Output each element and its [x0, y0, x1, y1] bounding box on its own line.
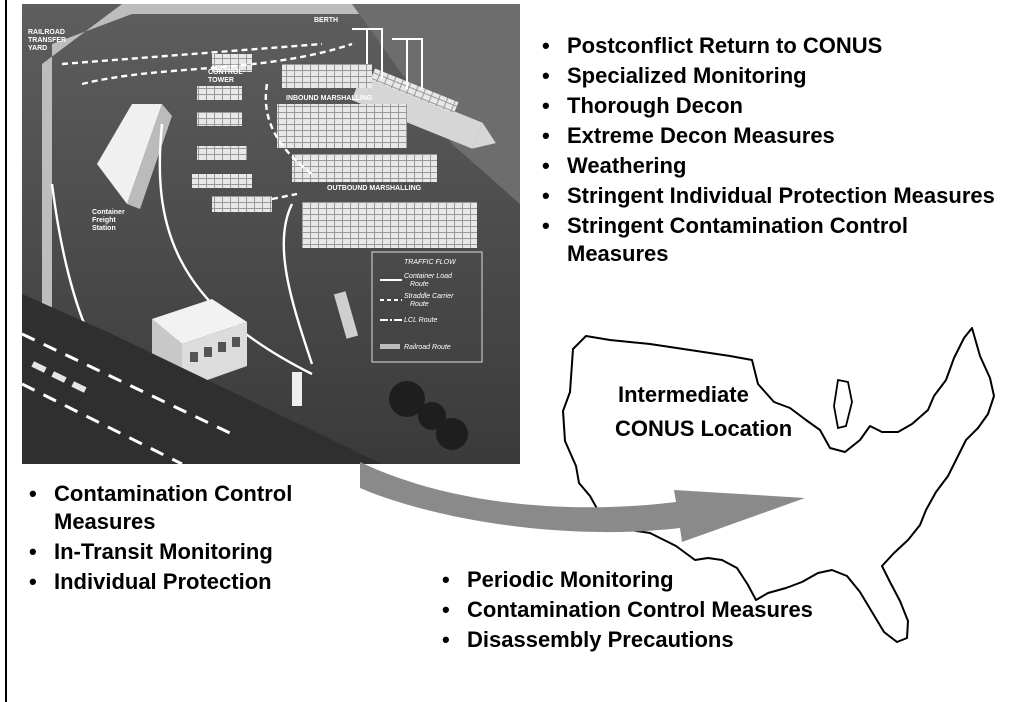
- top-requirements-list: Postconflict Return to CONUS Specialized…: [540, 32, 1005, 270]
- legend-title: TRAFFIC FLOW: [404, 259, 457, 266]
- inbound-marshalling-label: INBOUND MARSHALLING: [286, 95, 373, 102]
- map-label-line-2: CONUS Location: [615, 416, 792, 441]
- conus-map: Intermediate CONUS Location: [360, 327, 995, 643]
- railroad-yard-label-2: TRANSFER: [28, 37, 66, 44]
- departure-requirements-list: Contamination Control Measures In-Transi…: [27, 480, 387, 598]
- list-item: Extreme Decon Measures: [540, 122, 1005, 150]
- legend-item-5: LCL Route: [404, 317, 437, 324]
- railroad-yard-label-3: YARD: [28, 45, 47, 52]
- list-item: Weathering: [540, 152, 1005, 180]
- legend-item-3: Straddle Carrier: [404, 293, 454, 300]
- legend-item-6: Railroad Route: [404, 344, 451, 351]
- truck: [292, 372, 302, 406]
- traffic-routes: [50, 42, 353, 376]
- map-label-line-1: Intermediate: [618, 382, 749, 407]
- trees: [389, 381, 468, 450]
- control-tower-label-1: CONTROL: [208, 69, 243, 76]
- control-tower-label-2: TOWER: [208, 77, 234, 84]
- transport-arrow: [360, 462, 805, 542]
- list-item: Stringent Contamination Control Measures: [540, 212, 1005, 268]
- list-item: Thorough Decon: [540, 92, 1005, 120]
- freight-station-label-2: Freight: [92, 217, 116, 224]
- freight-station-label-3: Station: [92, 225, 116, 232]
- legend-box: [371, 251, 483, 363]
- roadway: [22, 294, 382, 464]
- list-item: Contamination Control Measures: [440, 596, 840, 624]
- list-item: Periodic Monitoring: [440, 566, 840, 594]
- legend-item-1: Container Load: [404, 273, 453, 280]
- left-border-line: [5, 0, 7, 702]
- berth-label: BERTH: [314, 17, 338, 24]
- port-illustration: RAILROAD TRANSFER YARD BERTH CONTROL TOW…: [22, 4, 520, 464]
- list-item: Postconflict Return to CONUS: [540, 32, 1005, 60]
- conus-outline: [562, 327, 995, 643]
- ship: [351, 68, 496, 149]
- list-item: Disassembly Precautions: [440, 626, 840, 654]
- intermediate-requirements-list: Periodic Monitoring Contamination Contro…: [440, 566, 840, 656]
- list-item: Individual Protection: [27, 568, 387, 596]
- freight-station-label-1: Container: [92, 209, 125, 216]
- legend-swatch-railroad: [380, 344, 400, 349]
- railroad-yard-label-1: RAILROAD: [28, 29, 65, 36]
- legend-item-4: Route: [410, 301, 429, 308]
- legend-item-2: Route: [410, 281, 429, 288]
- train: [333, 291, 359, 339]
- container-stacks: [192, 54, 477, 248]
- lake-michigan: [833, 378, 853, 430]
- list-item: In-Transit Monitoring: [27, 538, 387, 566]
- outbound-marshalling-label: OUTBOUND MARSHALLING: [327, 185, 422, 192]
- list-item: Specialized Monitoring: [540, 62, 1005, 90]
- list-item: Stringent Individual Protection Measures: [540, 182, 1005, 210]
- list-item: Contamination Control Measures: [27, 480, 387, 536]
